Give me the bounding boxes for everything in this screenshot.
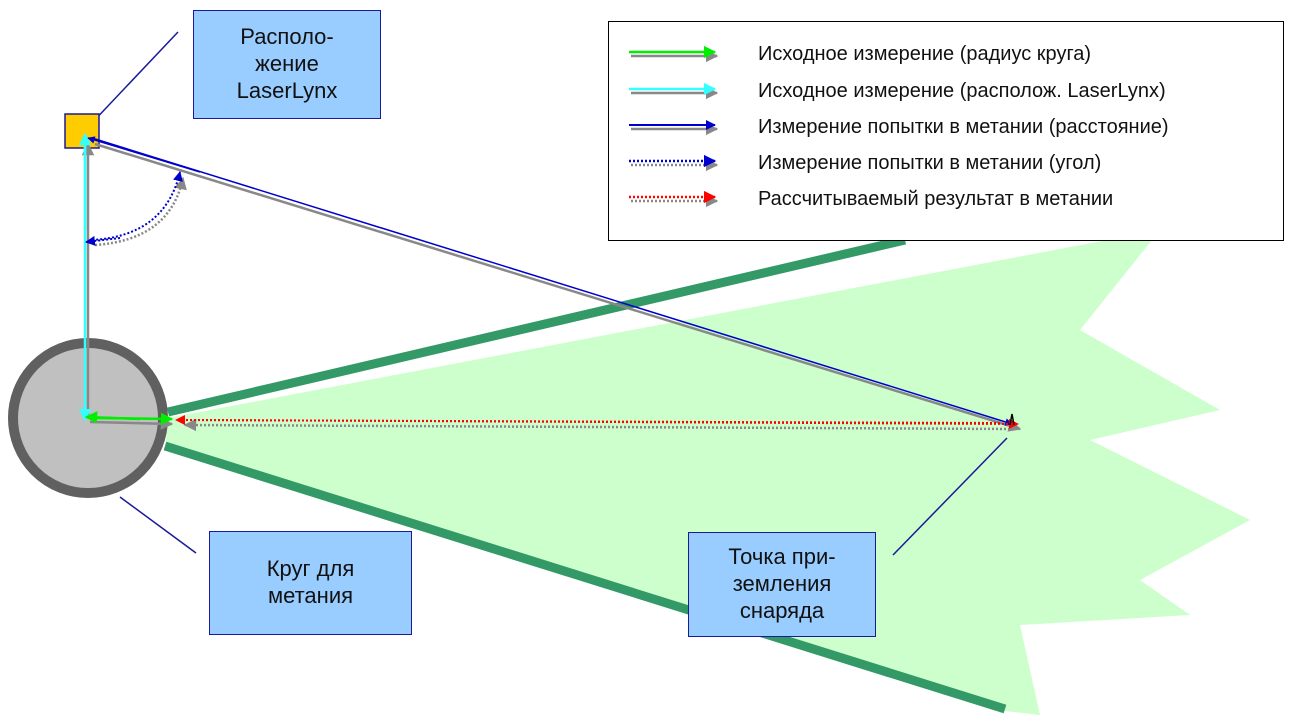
legend-label: Измерение попытки в метании (угол) [758, 152, 1102, 174]
legend: Исходное измерение (радиус круга) Исходн… [608, 21, 1284, 241]
legend-item-result: Рассчитываемый результат в метании [609, 182, 1283, 216]
legend-swatch-angle [629, 154, 719, 172]
angle-arc [91, 171, 183, 241]
callout-landing-point: Точка при- земления снаряда [688, 532, 876, 637]
legend-label: Измерение попытки в метании (расстояние) [758, 116, 1169, 138]
sector-line-bottom [163, 441, 1007, 714]
landing-sector [165, 230, 1250, 715]
legend-swatch-laserlynx [629, 82, 719, 100]
callout-throwing-circle: Круг для метания [209, 531, 412, 635]
distance-arrow [91, 137, 1013, 426]
legend-swatch-radius [629, 45, 719, 63]
legend-label: Исходное измерение (радиус круга) [758, 43, 1092, 65]
legend-item-angle: Измерение попытки в метании (угол) [609, 146, 1283, 180]
distance-arrow-back [87, 136, 201, 173]
sector-line-top [166, 235, 907, 417]
legend-label: Исходное измерение (располож. LaserLynx) [758, 80, 1166, 102]
legend-swatch-distance [629, 120, 719, 136]
legend-swatch-result [629, 190, 719, 208]
legend-item-distance: Измерение попытки в метании (расстояние) [609, 110, 1283, 144]
legend-label: Рассчитываемый результат в метании [758, 188, 1114, 210]
laserlynx-device [64, 113, 100, 149]
measurement-shadows [81, 142, 1022, 432]
landing-mark [1009, 413, 1015, 426]
legend-item-radius: Исходное измерение (радиус круга) [609, 37, 1283, 71]
callout-pointer-landing [892, 437, 1008, 556]
angle-arc-start [85, 235, 121, 246]
legend-item-laserlynx: Исходное измерение (располож. LaserLynx) [609, 74, 1283, 108]
callout-pointer-laserlynx [89, 31, 179, 126]
result-arrow-back [175, 415, 1001, 426]
callout-laserlynx-location: Располо- жение LaserLynx [193, 10, 381, 119]
callout-pointer-circle [119, 496, 197, 554]
circle-radius-arrow-back [84, 411, 141, 424]
